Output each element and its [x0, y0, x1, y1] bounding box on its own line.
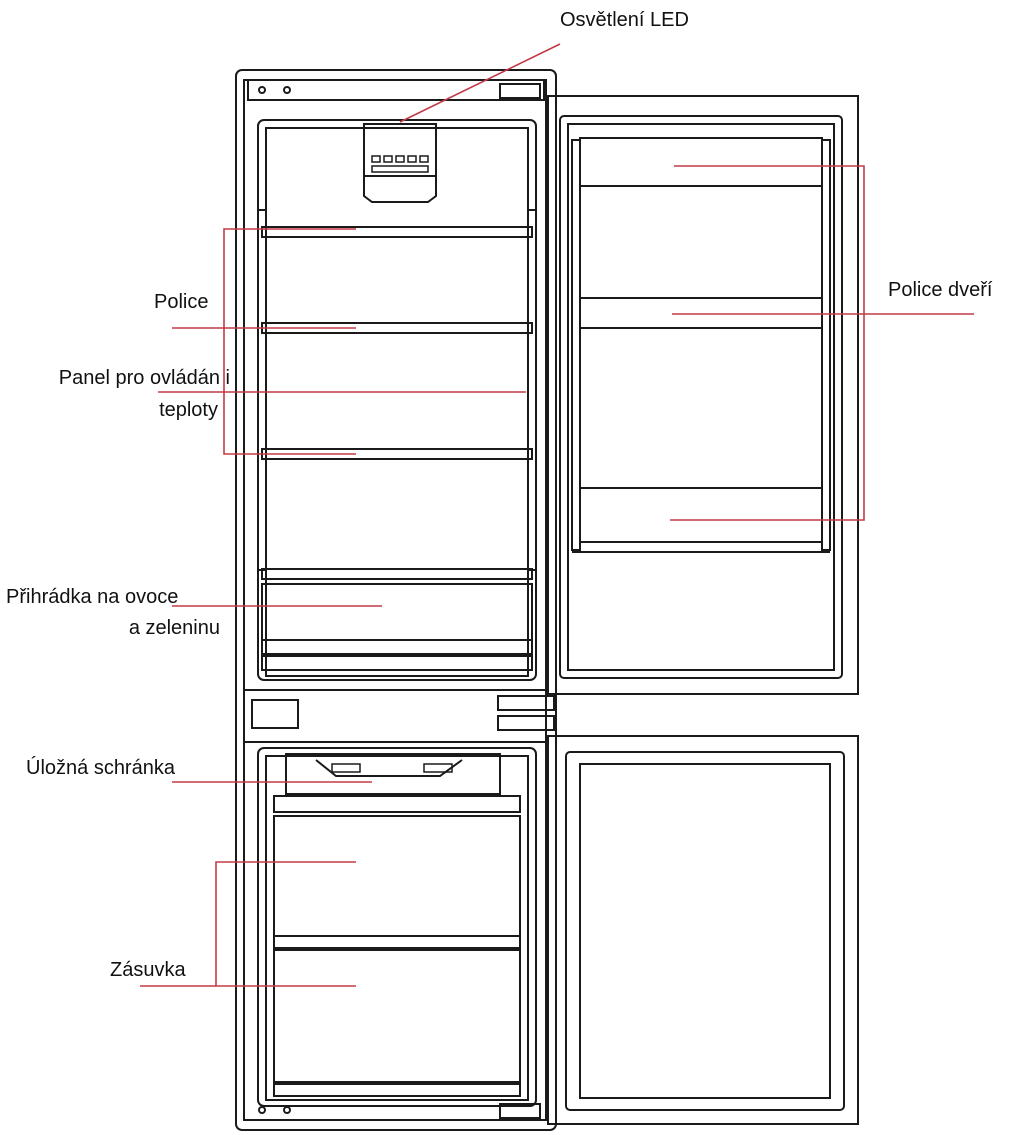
fridge-inner-liner: [265, 127, 529, 677]
label-crisper-line2: a zeleninu: [128, 617, 220, 639]
middle-hinge-lower: [497, 715, 555, 731]
cabinet-body: [235, 69, 557, 1131]
screw: [258, 1106, 266, 1114]
storage-box-rim: [315, 759, 463, 777]
appliance-outline: [235, 69, 859, 1131]
leader-shelf-bracket: [223, 228, 356, 455]
shelf-rails: [257, 209, 537, 571]
label-shelf: Police: [154, 291, 209, 313]
freezer-door-liner: [565, 751, 845, 1111]
freezer-door-inner: [579, 763, 831, 1099]
freezer-compartment: [257, 747, 537, 1107]
label-drawer: Zásuvka: [110, 959, 186, 981]
crisper-drawer: [261, 583, 533, 655]
freezer-inner-liner: [265, 755, 529, 1101]
freezer-drawer-upper-base: [273, 935, 521, 949]
leader-lines: [140, 43, 974, 987]
screw: [258, 86, 266, 94]
label-led-light: Osvětlení LED: [560, 9, 689, 31]
fridge-door-inner: [567, 123, 835, 671]
divider-plate: [251, 699, 299, 729]
top-hinge-strip: [247, 79, 545, 101]
door-shelves: [572, 137, 830, 553]
fridge-door: [547, 95, 859, 695]
storage-box: [285, 753, 501, 795]
top-hinge: [499, 83, 541, 99]
crisper-base: [261, 655, 533, 671]
screw: [283, 1106, 291, 1114]
leader-led: [399, 43, 561, 123]
bottom-hinge: [499, 1103, 541, 1119]
door-shelf-rails: [571, 139, 831, 551]
led-housing: [363, 123, 437, 203]
glass-shelves: [261, 226, 533, 580]
label-storage-box: Úložná schránka: [26, 757, 175, 779]
fridge-compartment: [257, 119, 537, 681]
middle-hinge-upper: [497, 695, 555, 711]
label-temp-panel-line1: Panel pro ovládán i: [58, 367, 230, 389]
leader-door-shelf-bracket: [670, 165, 865, 521]
screw: [283, 86, 291, 94]
freezer-door: [547, 735, 859, 1125]
fridge-door-liner: [559, 115, 843, 679]
freezer-drawer-upper: [273, 815, 521, 937]
storage-box-vents: [331, 763, 453, 773]
label-crisper-line1: Přihrádka na ovoce: [6, 586, 179, 608]
freezer-drawer-lower-base: [273, 1083, 521, 1097]
led-control-keys: [371, 155, 429, 173]
storage-box-tray: [273, 795, 521, 813]
label-temp-panel-line2: teploty: [159, 399, 218, 421]
leader-drawer-bracket: [215, 861, 356, 987]
label-door-shelf: Police dveří: [888, 279, 993, 301]
freezer-drawer-lower: [273, 949, 521, 1083]
